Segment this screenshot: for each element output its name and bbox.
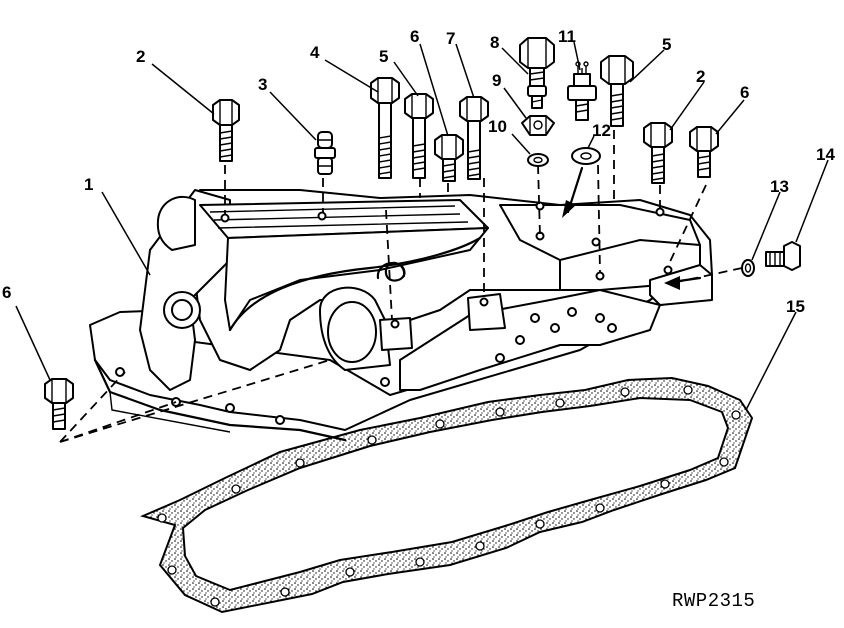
callout-4: 4 (310, 43, 320, 62)
bolt-6-right (689, 126, 719, 178)
callout-2-right: 2 (696, 67, 705, 86)
bolt-5-right (600, 55, 634, 127)
callout-14: 14 (816, 145, 835, 164)
bolt-6-left (44, 378, 74, 430)
callout-11: 11 (558, 27, 576, 46)
callout-6-left: 6 (2, 283, 11, 302)
bolt-4 (370, 77, 400, 179)
leader-lines (15, 41, 829, 411)
callout-labels: 1 2 3 4 5 6 7 8 9 10 11 12 5 2 6 13 14 1… (2, 27, 835, 316)
o-ring-13 (741, 259, 755, 277)
callout-2-left: 2 (136, 47, 145, 66)
fitting-8 (519, 37, 555, 109)
switch-11 (567, 61, 597, 121)
callout-10: 10 (488, 117, 507, 136)
gasket (140, 376, 754, 614)
callout-5-center: 5 (379, 47, 388, 66)
callout-1: 1 (84, 175, 93, 194)
callout-12: 12 (592, 121, 611, 140)
bolt-2-left (212, 99, 240, 162)
nut-9 (521, 115, 555, 136)
rockshaft-housing (89, 189, 713, 442)
callout-3: 3 (258, 75, 267, 94)
callout-7: 7 (446, 29, 455, 48)
plug-14 (765, 241, 801, 271)
assembly-lines (59, 130, 743, 443)
bolt-5-center (404, 93, 434, 179)
callout-9: 9 (492, 71, 501, 90)
washer-10 (527, 153, 549, 167)
bolt-2-right (643, 122, 673, 184)
bolt-6-center (434, 134, 464, 182)
callout-6-right: 6 (740, 83, 749, 102)
washer-12 (571, 147, 601, 165)
callout-6-center: 6 (410, 27, 419, 46)
callout-5-right: 5 (662, 35, 671, 54)
callout-8: 8 (490, 33, 499, 52)
callout-13: 13 (770, 177, 789, 196)
figure-code: RWP2315 (672, 590, 756, 612)
bolt-7 (459, 96, 489, 180)
callout-15: 15 (786, 297, 805, 316)
valve-3 (314, 131, 336, 175)
